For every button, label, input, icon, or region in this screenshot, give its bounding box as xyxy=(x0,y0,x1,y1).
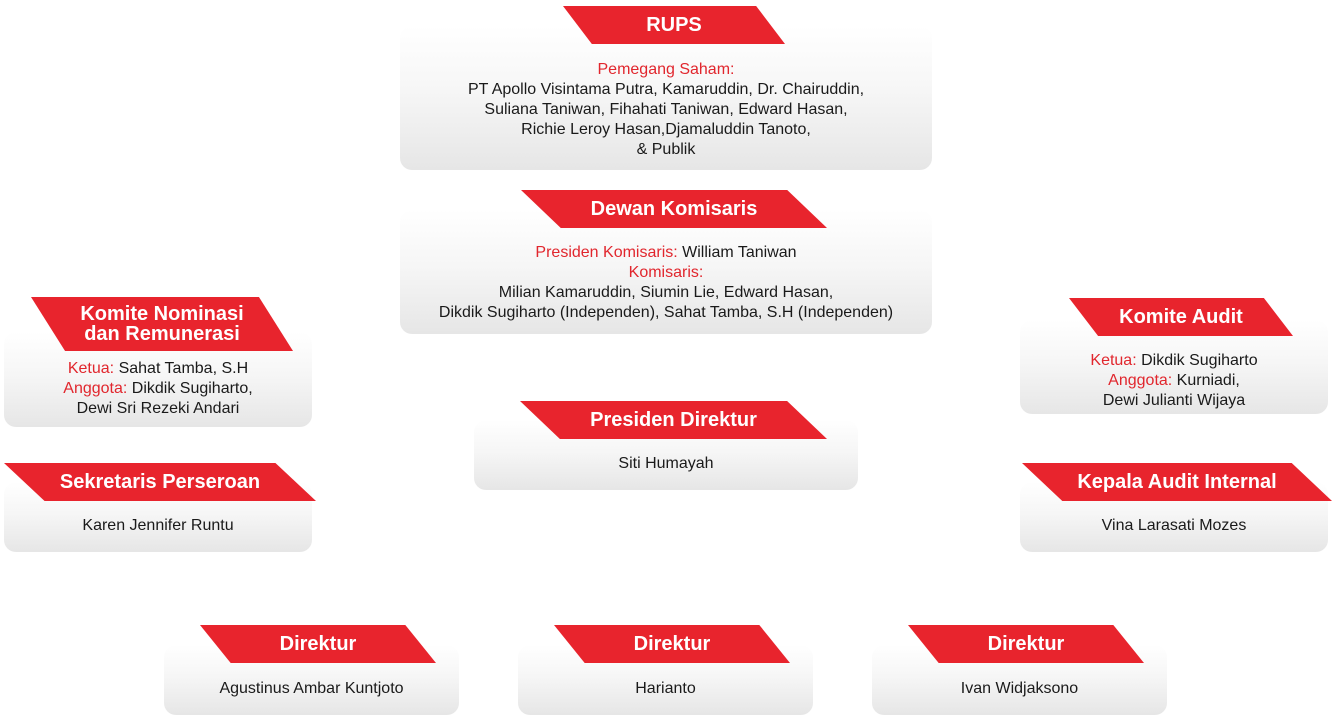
audit-anggota-row: Anggota: Kurniadi, xyxy=(1020,371,1328,391)
audit-ketua-row: Ketua: Dikdik Sugiharto xyxy=(1020,351,1328,371)
direktur-3-title: Direktur xyxy=(987,633,1065,655)
nominasi-anggota-label: Anggota: xyxy=(63,380,128,397)
rups-shareholders-line-3: Richie Leroy Hasan,Djamaluddin Tanoto, xyxy=(521,121,811,138)
nominasi-ketua-label: Ketua: xyxy=(67,360,115,377)
audit-anggota-name: Kurniadi, xyxy=(1172,372,1240,389)
direktur-3-name: Ivan Widjaksono xyxy=(960,680,1079,697)
audit-ketua-label: Ketua: xyxy=(1090,352,1137,369)
direktur-1-name: Agustinus Ambar Kuntjoto xyxy=(219,680,404,697)
direktur-3-title-tag: Direktur xyxy=(908,625,1144,663)
komite-nominasi-title-tag: Komite Nominasi dan Remunerasi xyxy=(31,297,293,351)
presiden-komisaris-name: William Taniwan xyxy=(677,244,797,261)
rups-shareholders-line-1: PT Apollo Visintama Putra, Kamaruddin, D… xyxy=(467,81,865,98)
nominasi-anggota-row: Anggota: Dikdik Sugiharto, xyxy=(4,379,312,399)
komite-audit-title: Komite Audit xyxy=(1119,306,1243,328)
direktur-1-title: Direktur xyxy=(279,633,357,655)
rups-title: RUPS xyxy=(646,14,702,36)
direktur-2-title: Direktur xyxy=(633,633,711,655)
rups-title-tag: RUPS xyxy=(563,6,785,44)
rups-shareholders-label: Pemegang Saham: xyxy=(597,61,735,78)
audit-ketua-name: Dikdik Sugiharto xyxy=(1136,352,1258,369)
presiden-direktur-name: Siti Humayah xyxy=(618,455,714,472)
kepala-audit-title: Kepala Audit Internal xyxy=(1077,471,1277,493)
komite-nominasi-title-line-1: Komite Nominasi xyxy=(80,303,244,325)
rups-box: Pemegang Saham: PT Apollo Visintama Putr… xyxy=(400,26,932,170)
dewan-komisaris-title: Dewan Komisaris xyxy=(590,198,758,220)
komisaris-line-1: Milian Kamaruddin, Siumin Lie, Edward Ha… xyxy=(498,284,834,301)
direktur-2-title-tag: Direktur xyxy=(554,625,790,663)
nominasi-ketua-row: Ketua: Sahat Tamba, S.H xyxy=(4,359,312,379)
dewan-komisaris-title-tag: Dewan Komisaris xyxy=(521,190,827,228)
sekretaris-name: Karen Jennifer Runtu xyxy=(82,517,234,534)
kepala-audit-name: Vina Larasati Mozes xyxy=(1101,517,1247,534)
komite-nominasi-title-line-2: dan Remunerasi xyxy=(84,323,240,345)
direktur-1-title-tag: Direktur xyxy=(200,625,436,663)
nominasi-anggota-line-2: Dewi Sri Rezeki Andari xyxy=(76,400,240,417)
nominasi-anggota-name: Dikdik Sugiharto, xyxy=(127,380,253,397)
presiden-direktur-title: Presiden Direktur xyxy=(590,409,757,431)
audit-anggota-label: Anggota: xyxy=(1108,372,1173,389)
nominasi-ketua-name: Sahat Tamba, S.H xyxy=(114,360,249,377)
komisaris-line-2: Dikdik Sugiharto (Independen), Sahat Tam… xyxy=(438,304,894,321)
komite-audit-title-tag: Komite Audit xyxy=(1069,298,1293,336)
kepala-audit-title-tag: Kepala Audit Internal xyxy=(1022,463,1332,501)
audit-anggota-line-2: Dewi Julianti Wijaya xyxy=(1102,392,1246,409)
sekretaris-title-tag: Sekretaris Perseroan xyxy=(4,463,316,501)
presiden-direktur-title-tag: Presiden Direktur xyxy=(520,401,827,439)
presiden-komisaris-label: Presiden Komisaris: xyxy=(535,244,678,261)
komisaris-label: Komisaris: xyxy=(628,264,704,281)
rups-shareholders-line-2: Suliana Taniwan, Fihahati Taniwan, Edwar… xyxy=(484,101,848,118)
direktur-2-name: Harianto xyxy=(635,680,696,697)
sekretaris-title: Sekretaris Perseroan xyxy=(59,471,261,493)
presiden-komisaris-row: Presiden Komisaris: William Taniwan xyxy=(400,243,932,263)
rups-shareholders-line-4: & Publik xyxy=(636,141,696,158)
dewan-komisaris-box: Presiden Komisaris: William Taniwan Komi… xyxy=(400,210,932,334)
